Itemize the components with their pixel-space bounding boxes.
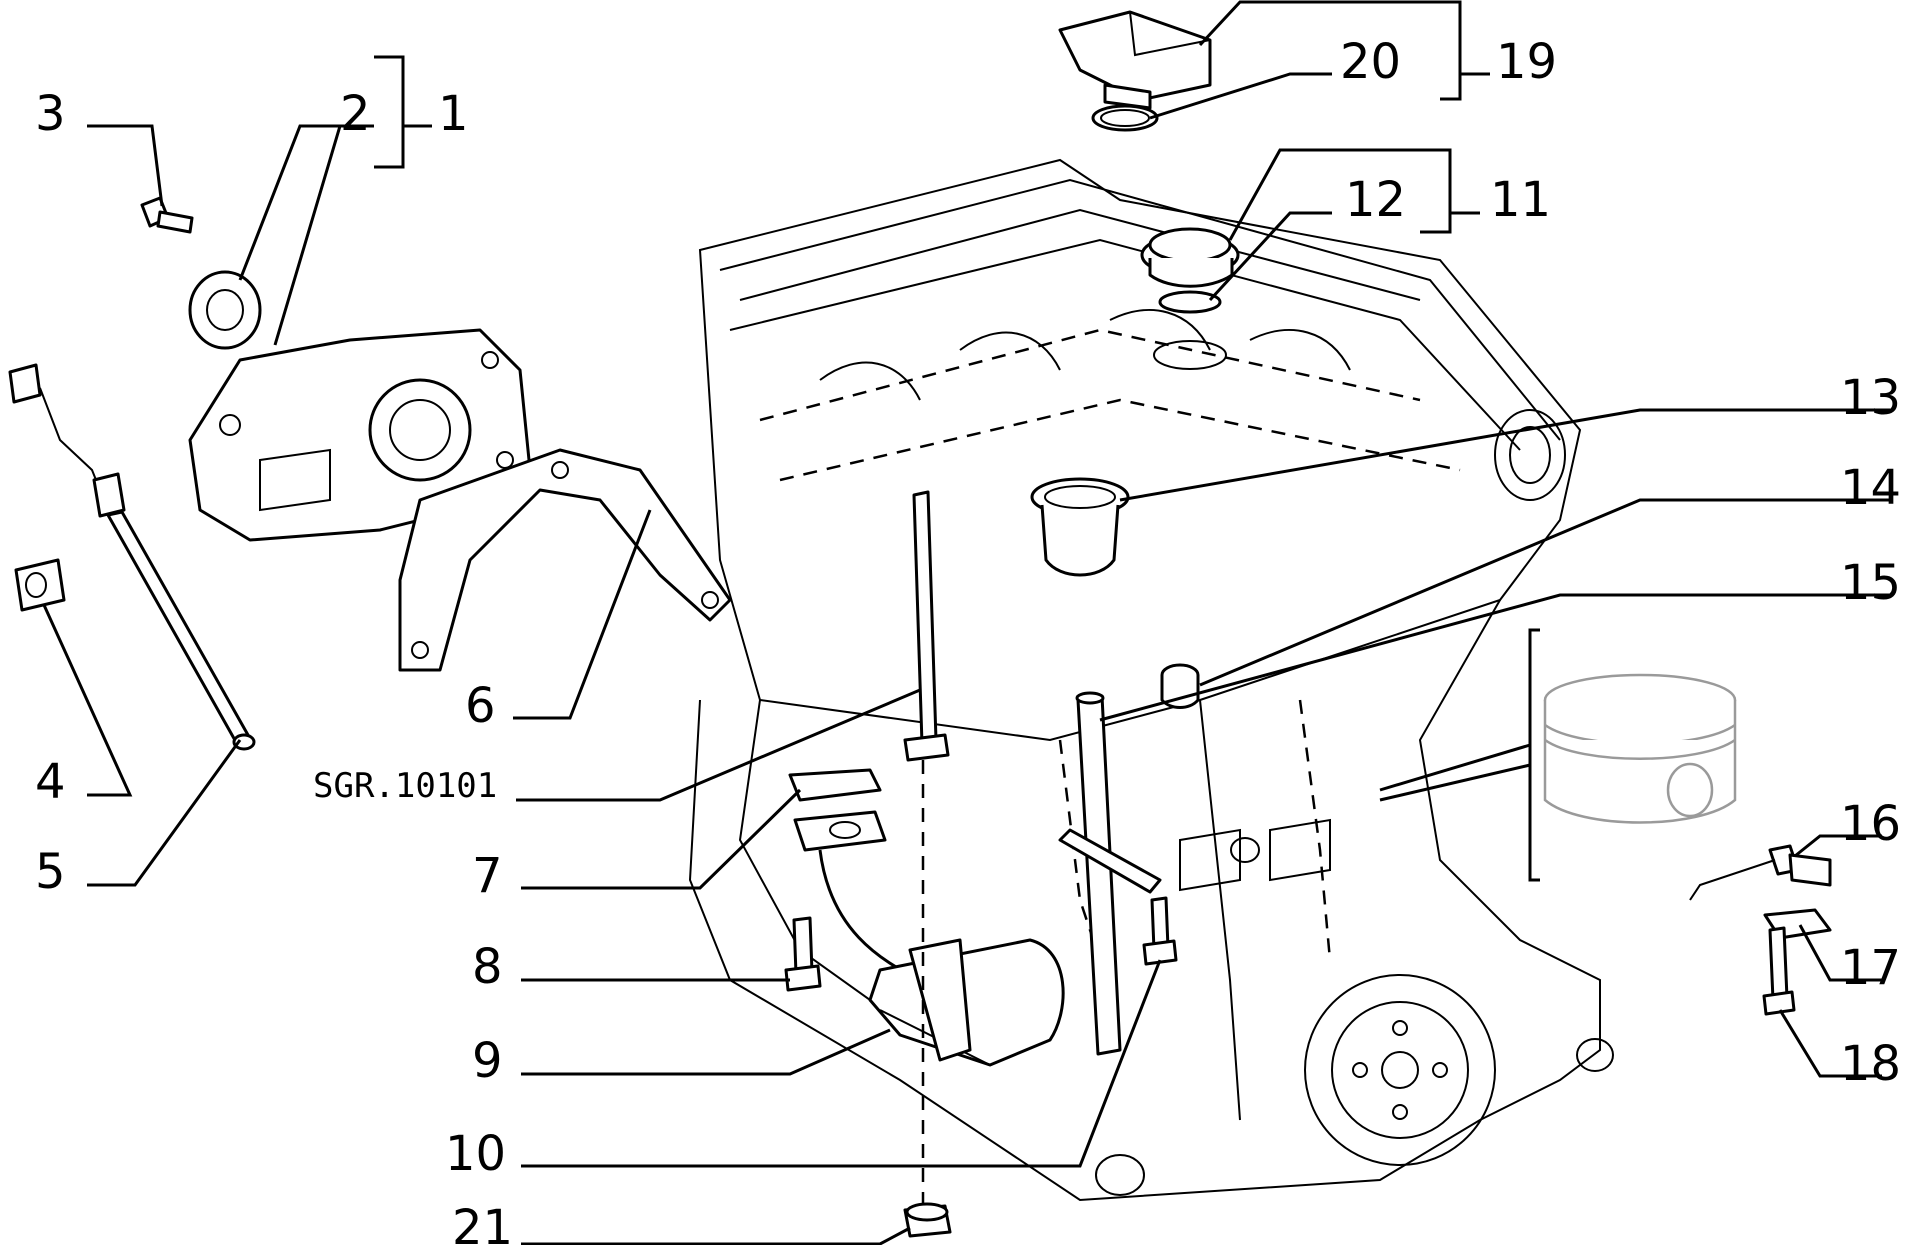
- strainer-gasket: [788, 768, 887, 852]
- dipstick-tube: [1058, 691, 1162, 1056]
- piston-cooling-jet: [1689, 844, 1832, 940]
- callout-17: 17: [1840, 940, 1901, 996]
- oil-level-sensor: [8, 363, 256, 751]
- callout-6: 6: [465, 678, 496, 734]
- callout-3: 3: [35, 86, 66, 142]
- callout-19: 19: [1496, 34, 1557, 90]
- breather-cap: [1030, 477, 1130, 577]
- filler-cap-and-seal: [1140, 227, 1240, 314]
- callout-5: 5: [35, 844, 66, 900]
- reference-stud: [903, 490, 950, 762]
- bolt-8: [784, 916, 822, 992]
- oil-pump-housing: [188, 328, 532, 542]
- bolt-3: [140, 196, 194, 234]
- callout-20: 20: [1340, 34, 1401, 90]
- callout-13: 13: [1840, 370, 1901, 426]
- engine-block: [688, 158, 1614, 1202]
- oil-filler-cap: [1058, 10, 1212, 132]
- callout-12: 12: [1345, 172, 1406, 228]
- callout-7: 7: [472, 848, 503, 904]
- callout-16: 16: [1840, 796, 1901, 852]
- callout-8: 8: [472, 939, 503, 995]
- callout-labels: 1 2 3 4 5 6 SGR.10101 7 8 9 10 21 20 19 …: [35, 34, 1901, 1245]
- callout-18: 18: [1840, 1036, 1901, 1092]
- callout-10: 10: [445, 1126, 506, 1182]
- callout-4: 4: [35, 754, 66, 810]
- rear-cover-gasket: [398, 448, 732, 672]
- callout-21: 21: [452, 1200, 513, 1245]
- piston: [1543, 673, 1737, 824]
- drain-plug: [903, 1202, 952, 1238]
- callout-9: 9: [472, 1033, 503, 1089]
- leader-lines: [42, 0, 1890, 1245]
- reference-code: SGR.10101: [313, 766, 497, 806]
- callout-15: 15: [1840, 555, 1901, 611]
- callout-11: 11: [1490, 172, 1551, 228]
- oil-strainer: [818, 849, 1065, 1067]
- oil-seal: [188, 270, 262, 350]
- bolt-10: [1142, 896, 1178, 966]
- bolt-18: [1762, 926, 1796, 1016]
- callout-2: 2: [340, 86, 371, 142]
- callout-1: 1: [438, 86, 469, 142]
- callout-14: 14: [1840, 460, 1901, 516]
- nut-4: [14, 558, 66, 612]
